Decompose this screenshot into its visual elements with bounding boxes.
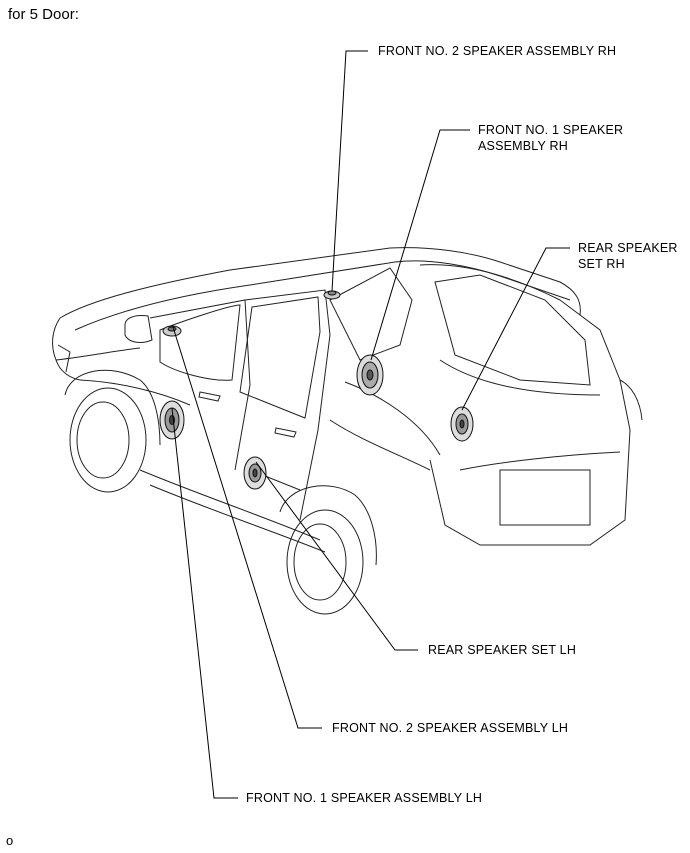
label-front2-speaker-rh: FRONT NO. 2 SPEAKER ASSEMBLY RH xyxy=(378,44,617,58)
label-front1-speaker-rh: FRONT NO. 1 SPEAKER ASSEMBLY RH xyxy=(478,123,624,153)
label-rear-speaker-lh: REAR SPEAKER SET LH xyxy=(428,643,577,657)
leader-front1-rh xyxy=(370,129,470,361)
label-rear-speaker-rh: REAR SPEAKER SET RH xyxy=(578,241,678,271)
leader-front2-rh xyxy=(331,50,368,292)
label-front2-speaker-lh: FRONT NO. 2 SPEAKER ASSEMBLY LH xyxy=(332,721,569,735)
speaker-front2-rh-icon xyxy=(323,290,341,300)
leader-front1-lh xyxy=(171,407,238,799)
footer-mark: o xyxy=(6,833,14,848)
diagram-heading: for 5 Door: xyxy=(8,6,79,23)
leader-rear-rh xyxy=(461,247,570,411)
speaker-rear-rh-icon xyxy=(450,406,474,442)
speaker-rear-lh-icon xyxy=(243,456,267,490)
speaker-front2-lh-icon xyxy=(162,325,182,337)
vehicle-illustration xyxy=(52,247,643,615)
leader-rear-lh xyxy=(255,461,418,651)
speaker-front1-lh-icon xyxy=(159,400,185,440)
label-front1-speaker-lh: FRONT NO. 1 SPEAKER ASSEMBLY LH xyxy=(246,791,483,805)
speaker-front1-rh-icon xyxy=(356,354,384,396)
leader-front2-lh xyxy=(172,326,322,729)
